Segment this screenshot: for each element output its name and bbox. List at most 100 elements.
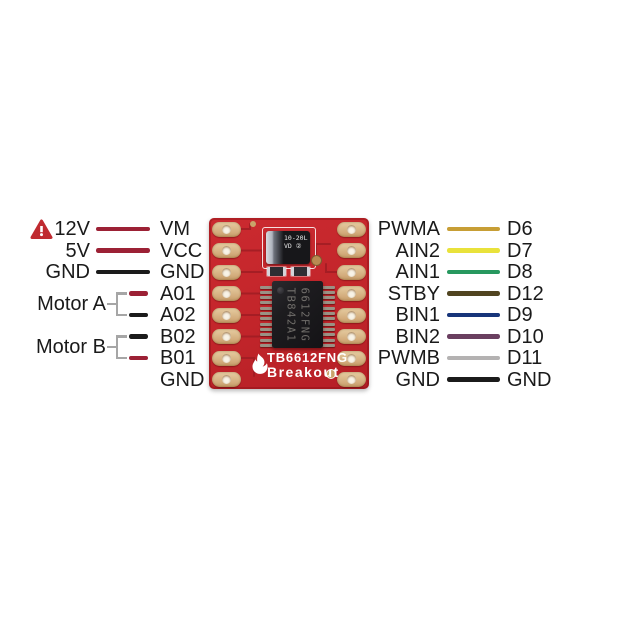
source-label: GND	[45, 261, 90, 283]
ic-pin	[322, 338, 335, 342]
ic-pin	[260, 343, 273, 347]
target-label: D8	[507, 261, 533, 283]
group-label-motor-a: Motor A	[37, 293, 106, 316]
solder-pad	[337, 243, 366, 258]
bracket-motor-b	[115, 335, 118, 360]
board-silkscreen-subtitle: Breakout	[267, 363, 340, 380]
wire-ain1-d8	[447, 269, 500, 275]
pin1-dimple-icon	[277, 287, 284, 294]
capacitor-marking: 10-20L VD ②	[284, 234, 308, 250]
target-label: D6	[507, 218, 533, 240]
ic-pin	[322, 343, 335, 347]
pin-label: B01	[160, 347, 196, 369]
solder-pad	[337, 329, 366, 344]
pin-label: A02	[160, 304, 196, 326]
bracket-motor-b	[107, 346, 116, 349]
solder-pad	[211, 286, 241, 301]
pin-label: AIN2	[395, 239, 440, 262]
wire-bin2-d10	[447, 334, 500, 339]
bracket-motor-b	[115, 335, 127, 338]
ic-pin	[260, 333, 273, 337]
via	[250, 221, 256, 227]
pin-label: VM	[160, 218, 190, 240]
ic-pin	[260, 322, 273, 326]
target-label: D12	[507, 282, 544, 305]
target-label: GND	[507, 368, 552, 391]
solder-pad	[337, 350, 366, 366]
wire-gnd-gnd	[96, 269, 150, 275]
target-label: D10	[507, 325, 544, 348]
via	[326, 369, 336, 379]
group-label-motor-b: Motor B	[35, 336, 106, 359]
ic-pin	[322, 285, 335, 289]
ic-pin	[260, 285, 273, 289]
wire-12v-vm	[96, 226, 150, 232]
smd-component	[267, 267, 286, 276]
target-label: D11	[507, 347, 543, 369]
ic-pin	[260, 301, 273, 305]
wire-bin1-d9	[447, 312, 500, 318]
pin-label: PWMA	[377, 218, 440, 240]
solder-pad	[211, 307, 241, 323]
ic-pin	[322, 290, 335, 294]
target-label: D7	[507, 239, 533, 262]
ic-pin	[322, 296, 335, 300]
ic-pin	[322, 327, 335, 331]
pin-label: A01	[160, 282, 196, 305]
solder-pad	[337, 372, 366, 387]
bracket-motor-a	[107, 303, 116, 306]
solder-pad	[211, 264, 241, 280]
pin-label: BIN1	[395, 304, 440, 326]
solder-pad	[211, 372, 241, 387]
wire-gnd-gnd-right	[447, 377, 500, 382]
pin-label: PWMB	[377, 347, 440, 369]
source-label: 12V	[54, 218, 90, 240]
source-label: 5V	[65, 239, 90, 262]
wire-pwma-d6	[447, 226, 500, 232]
wire-ain2-d7	[447, 248, 500, 253]
solder-pad	[211, 243, 241, 258]
bracket-motor-a	[115, 292, 127, 295]
bracket-motor-a	[115, 314, 127, 317]
via	[311, 255, 322, 266]
solder-pad	[337, 286, 366, 301]
solder-pad	[337, 264, 366, 280]
pin-label: AIN1	[395, 261, 440, 283]
ic-pin	[260, 317, 273, 321]
pin-label: BIN2	[395, 325, 440, 348]
bracket-motor-b	[115, 357, 127, 360]
pin-label: GND	[160, 368, 205, 391]
ic-pin	[322, 322, 335, 326]
ic-pin	[322, 333, 335, 337]
capacitor-silkscreen-outline	[262, 227, 316, 269]
solder-pad	[337, 221, 366, 237]
wire-b01	[129, 355, 148, 361]
ic-pin	[260, 338, 273, 342]
ic-chip: 6612FNG TB842A1	[272, 281, 323, 348]
pin-label: B02	[160, 325, 196, 348]
capacitor: 10-20L VD ②	[266, 231, 310, 264]
wire-b02	[129, 334, 148, 339]
bracket-motor-a	[115, 292, 118, 317]
ic-pin	[322, 317, 335, 321]
ic-pin	[260, 312, 273, 315]
ic-pin	[322, 306, 335, 310]
ic-pin	[322, 312, 335, 315]
smd-component	[291, 267, 310, 276]
board-silkscreen-title: TB6612FNG	[267, 350, 348, 365]
ic-pin	[260, 306, 273, 310]
wire-5v-vcc	[96, 248, 150, 253]
wire-stby-d12	[447, 291, 500, 296]
pin-label: STBY	[387, 282, 440, 305]
pin-label: VCC	[160, 239, 203, 262]
solder-pad	[211, 350, 241, 366]
ic-pin	[260, 290, 273, 294]
ic-marking: 6612FNG TB842A1	[284, 287, 311, 342]
ic-pin	[260, 296, 273, 300]
pin-label: GND	[395, 368, 440, 391]
wire-a02	[129, 312, 148, 318]
target-label: D9	[507, 304, 533, 326]
ic-pin	[322, 301, 335, 305]
wire-pwmb-d11	[447, 355, 500, 361]
